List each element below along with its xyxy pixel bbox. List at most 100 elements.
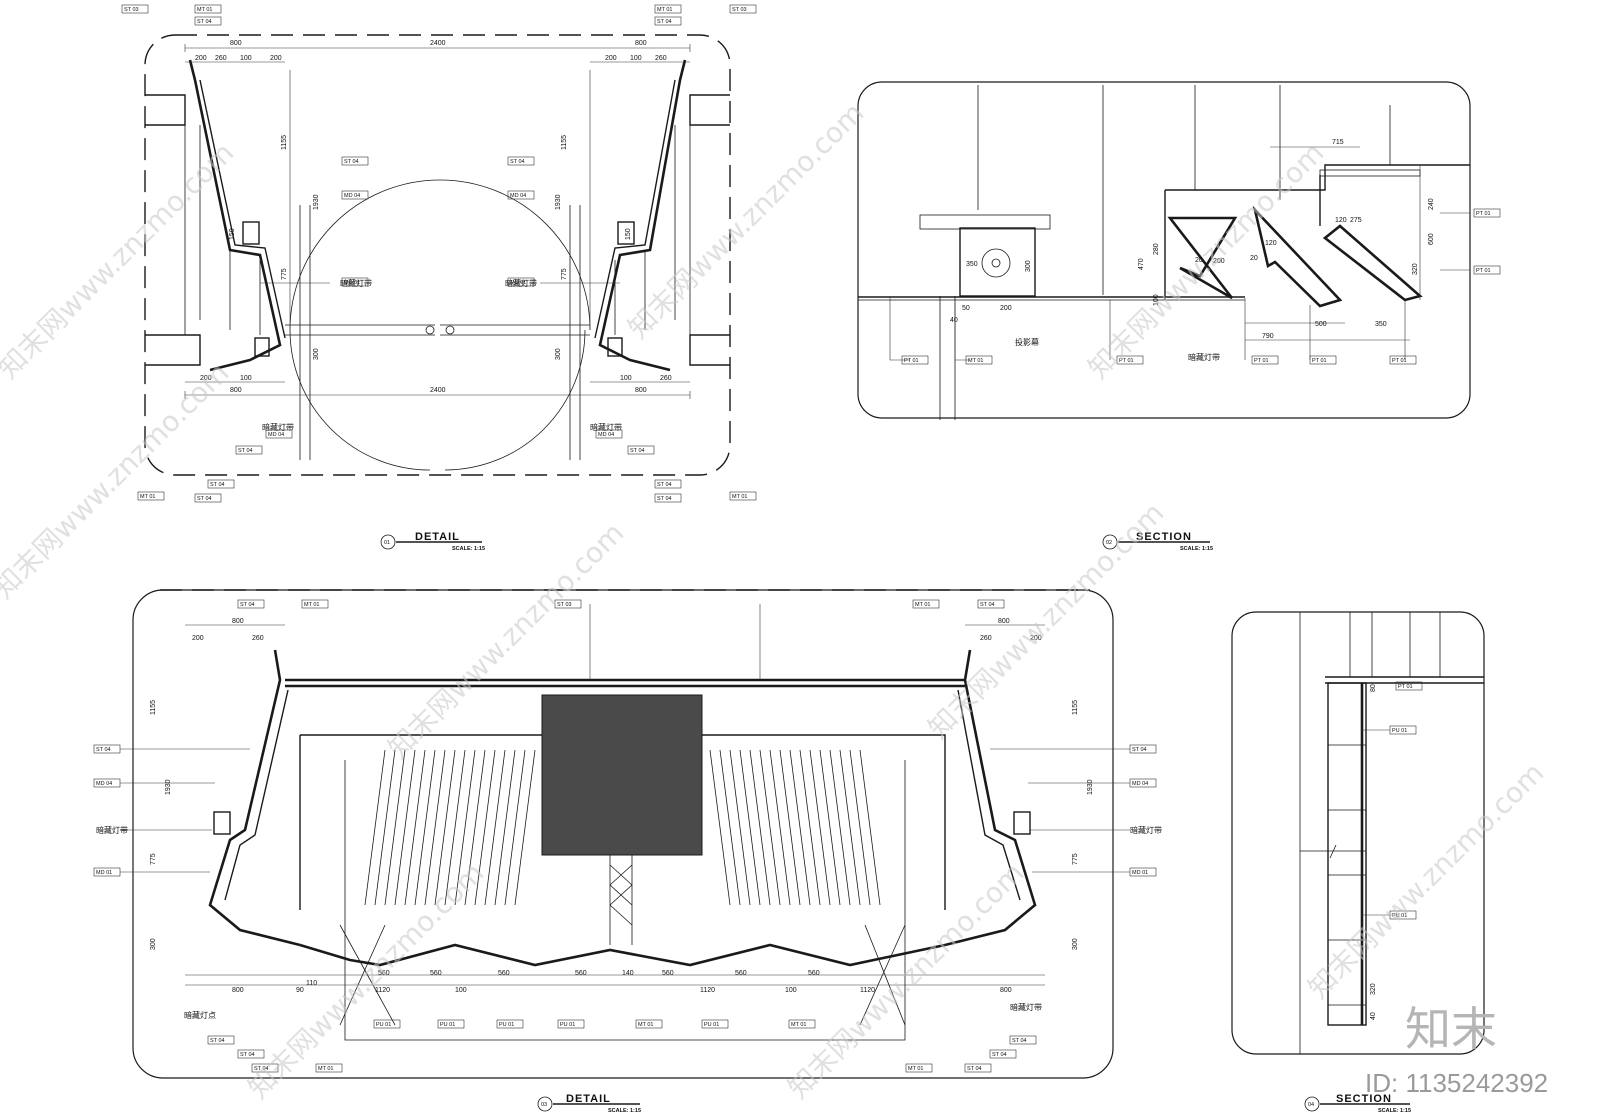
door-leaves bbox=[285, 324, 590, 336]
ceiling-step-1 bbox=[1167, 216, 1238, 300]
ceiling-cap bbox=[1319, 169, 1421, 177]
label-projector: 投影幕 bbox=[1015, 337, 1039, 347]
tag-st04-n: ST 04 bbox=[1132, 747, 1147, 753]
tag-md04-c: MD 04 bbox=[268, 432, 284, 438]
projector-frame bbox=[919, 214, 1051, 230]
tag-st03-b: ST 03 bbox=[732, 7, 747, 13]
dim-560-e: 560 bbox=[662, 970, 674, 977]
dim-120-a: 120 bbox=[1335, 217, 1347, 224]
inner-frame bbox=[299, 734, 946, 910]
ceiling-top-line bbox=[1165, 164, 1470, 191]
column-right-grid bbox=[614, 125, 691, 335]
tag-pt01-e: PT 01 bbox=[1392, 358, 1407, 364]
tag-pu01-e: PU 01 bbox=[704, 1022, 719, 1028]
dim-560-f: 560 bbox=[735, 970, 747, 977]
column-right-inner bbox=[957, 689, 1021, 901]
tag-st04-i: ST 04 bbox=[657, 482, 672, 488]
dim-1155-bl: 1155 bbox=[150, 700, 157, 715]
label-hidden-light-br: 暗藏灯带 bbox=[1130, 825, 1162, 835]
dim-200-a: 200 bbox=[195, 55, 207, 62]
door-swing-right bbox=[439, 179, 591, 331]
tag-st04-e: ST 04 bbox=[238, 448, 253, 454]
tag-pu01-g: PU 01 bbox=[1392, 913, 1407, 919]
tag-pu01-f: PU 01 bbox=[1392, 728, 1407, 734]
dim-100-d: 100 bbox=[620, 375, 632, 382]
dim-560-g: 560 bbox=[808, 970, 820, 977]
brand-mark: 知末 ID: 1135242392 bbox=[1365, 1002, 1548, 1098]
view-scale: SCALE: 1:15 bbox=[1180, 546, 1213, 552]
dim-2400-bottom: 2400 bbox=[430, 387, 446, 394]
tag-st04-j: ST 04 bbox=[657, 496, 672, 502]
light-box-right bbox=[617, 221, 635, 245]
detail-view-bottom: 800 800 200 260 260 200 560 560 560 560 … bbox=[93, 589, 1162, 1114]
dim-775-left: 775 bbox=[281, 268, 288, 280]
dim-240: 240 bbox=[1428, 198, 1435, 210]
dim-1155-left: 1155 bbox=[281, 135, 288, 150]
label-hidden-light-bl: 暗藏灯带 bbox=[96, 825, 128, 835]
title-detail-bottom: 03 DETAIL SCALE: 1:15 bbox=[537, 1093, 641, 1114]
dim-100-c: 100 bbox=[240, 375, 252, 382]
screen-support bbox=[609, 855, 633, 945]
dim-1155-br: 1155 bbox=[1072, 700, 1079, 715]
label-hidden-light-point: 暗藏灯点 bbox=[184, 1010, 216, 1020]
tag-md04-e: MD 04 bbox=[96, 781, 112, 787]
column-left-grid bbox=[184, 125, 261, 335]
tag-md01-b: MD 01 bbox=[510, 280, 526, 286]
dim-800-bl: 800 bbox=[232, 618, 244, 625]
label-hidden-light-bl: 暗藏灯带 bbox=[262, 422, 294, 432]
wall-right-bottom bbox=[689, 334, 730, 366]
dim-1155-right: 1155 bbox=[561, 135, 568, 150]
light-box-right-low bbox=[607, 337, 623, 357]
tag-mt01-sec: MT 01 bbox=[968, 358, 984, 364]
view-frame bbox=[144, 34, 731, 476]
dim-1930-left: 1930 bbox=[313, 194, 320, 210]
wall-left-top bbox=[145, 94, 186, 126]
tag-st04-d: ST 04 bbox=[510, 159, 525, 165]
tag-md04-f: MD 04 bbox=[1132, 781, 1148, 787]
view-title: DETAIL bbox=[566, 1093, 611, 1105]
title-section-bottom: 04 SECTION SCALE: 1:15 bbox=[1304, 1093, 1411, 1114]
dim-280: 280 bbox=[1153, 243, 1160, 255]
dim-320-b: 320 bbox=[1370, 983, 1377, 995]
tag-mt01-g: MT 01 bbox=[638, 1022, 654, 1028]
tag-md04-a: MD 04 bbox=[344, 193, 360, 199]
tag-mt01-j: MT 01 bbox=[908, 1066, 924, 1072]
dim-275: 275 bbox=[1350, 217, 1362, 224]
dim-260-b: 260 bbox=[655, 55, 667, 62]
dim-470: 470 bbox=[1138, 258, 1145, 270]
dim-260-c: 260 bbox=[660, 375, 672, 382]
label-hidden-light-br: 暗藏灯带 bbox=[590, 422, 622, 432]
label-hidden-light-right: 暗藏灯带 bbox=[505, 278, 537, 288]
tag-st04-k: ST 04 bbox=[240, 602, 255, 608]
dim-790: 790 bbox=[1262, 333, 1274, 340]
tag-pu01-c: PU 01 bbox=[499, 1022, 514, 1028]
projector-center bbox=[991, 258, 1001, 268]
dim-200-proj: 200 bbox=[1000, 305, 1012, 312]
ceiling-step-2 bbox=[1252, 205, 1343, 308]
tag-st04-b: ST 04 bbox=[657, 19, 672, 25]
tag-md01-c: MD 01 bbox=[96, 870, 112, 876]
dim-600: 600 bbox=[1428, 233, 1435, 245]
column-left-inner bbox=[224, 689, 289, 901]
tag-pt01-a: PT 01 bbox=[904, 358, 919, 364]
title-detail-top: 01 DETAIL SCALE: 1:15 bbox=[380, 531, 485, 552]
dim-715: 715 bbox=[1332, 139, 1344, 146]
dim-1930-right: 1930 bbox=[555, 194, 562, 210]
bottom-detail-leaders bbox=[120, 604, 1130, 873]
tag-mt01-d: MT 01 bbox=[732, 494, 748, 500]
tag-st04-c: ST 04 bbox=[344, 159, 359, 165]
light-box-left bbox=[213, 811, 231, 835]
tag-st04-a: ST 04 bbox=[197, 19, 212, 25]
tag-st04-q: ST 04 bbox=[254, 1066, 269, 1072]
panel-ribs bbox=[1328, 744, 1366, 1006]
watermark-text: 知末网www.znzmo.com bbox=[242, 856, 491, 1105]
tag-st04-t: ST 04 bbox=[1012, 1038, 1027, 1044]
dim-80: 80 bbox=[1370, 684, 1377, 692]
tag-mt01-i: MT 01 bbox=[318, 1066, 334, 1072]
tag-st04-m: ST 04 bbox=[96, 747, 111, 753]
door-guide-lines bbox=[299, 205, 581, 460]
dim-800-br2: 800 bbox=[1000, 987, 1012, 994]
ceiling-verticals bbox=[1164, 175, 1321, 300]
tag-st03-c: ST 03 bbox=[557, 602, 572, 608]
